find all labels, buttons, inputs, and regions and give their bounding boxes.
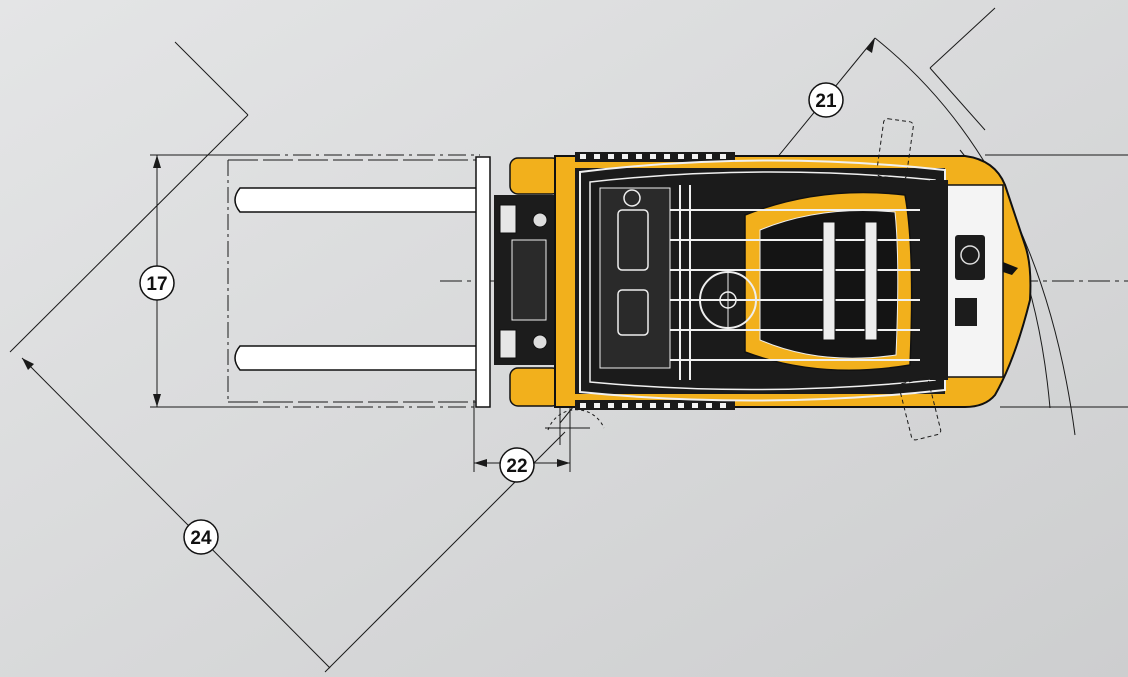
forklift-truck — [494, 118, 1032, 441]
callout-21: 21 — [808, 82, 844, 118]
fork-upper — [234, 187, 479, 213]
callout-22: 22 — [499, 447, 535, 483]
callout-24-label: 24 — [190, 528, 212, 549]
callout-17: 17 — [139, 265, 175, 301]
fork-carriage-plate — [475, 156, 491, 408]
callout-22-label: 22 — [506, 456, 527, 477]
callout-24: 24 — [183, 519, 219, 555]
diagonal-extension-1 — [174, 41, 249, 116]
counterweight — [944, 184, 1004, 378]
callout-21-label: 21 — [815, 91, 837, 112]
fork-lower — [234, 345, 479, 371]
callout-17-label: 17 — [146, 274, 167, 295]
diagonal-24-top — [9, 114, 249, 353]
forks — [234, 156, 491, 408]
diagonal-24-dimension — [21, 357, 331, 669]
